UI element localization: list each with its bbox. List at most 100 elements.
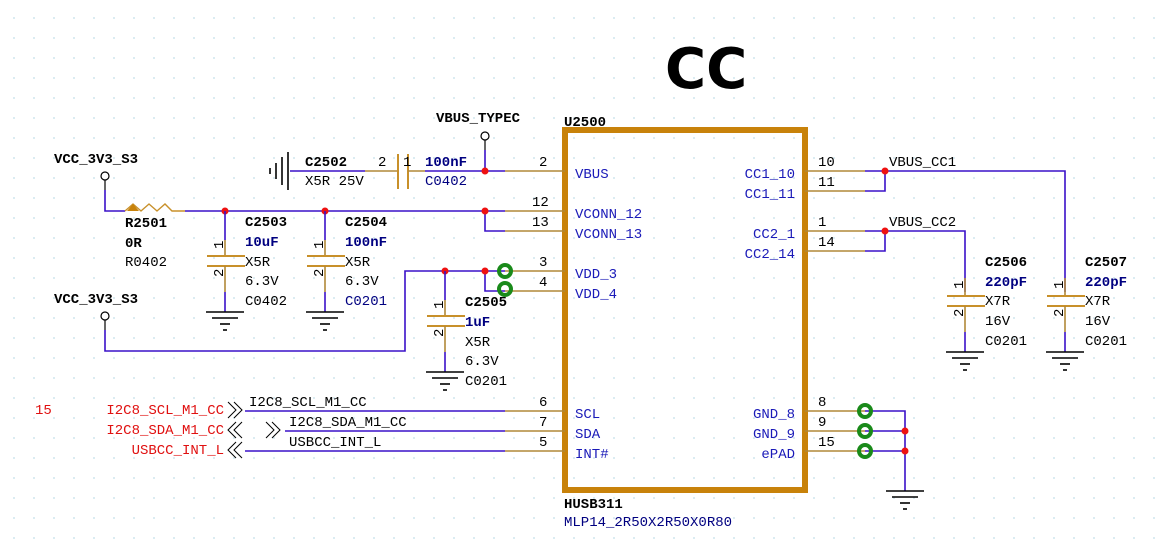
testpoint-icon[interactable] — [857, 443, 873, 459]
ground-icon — [426, 371, 464, 391]
pin-name: VCONN_13 — [575, 227, 642, 243]
capacitor-c2502[interactable]: C2502 2 1 100nF X5R 25V C0402 — [269, 152, 467, 190]
c2506-refdes: C2506 — [985, 255, 1027, 271]
testpoint-vdd[interactable] — [497, 263, 513, 297]
c2507-value: 220pF — [1085, 275, 1127, 291]
vcc-port-label: VCC_3V3_S3 — [54, 152, 138, 168]
sheet-ref-number: 15 — [35, 403, 52, 419]
pin-name: VBUS — [575, 167, 609, 183]
c2507-pin: 2 — [1052, 309, 1068, 317]
vbus-port-label: VBUS_TYPEC — [436, 111, 521, 127]
ground-icon — [886, 490, 924, 510]
capacitor-c2504[interactable]: 1 2 C2504 100nF X5R 6.3V C0201 — [306, 211, 387, 331]
c2504-dielectric: X5R — [345, 255, 371, 271]
port-arrow-icon — [227, 421, 237, 439]
c2502-pin: 1 — [403, 155, 411, 171]
ground-icon — [946, 351, 984, 371]
junction-dot — [481, 207, 489, 215]
c2502-refdes: C2502 — [305, 155, 347, 171]
net-label-vbus-cc1: VBUS_CC1 — [889, 155, 956, 171]
c2506-pin: 1 — [952, 281, 968, 289]
port-int[interactable]: USBCC_INT_L — [132, 443, 224, 459]
vcc-3v3-s3-port-bottom[interactable]: VCC_3V3_S3 — [54, 292, 138, 330]
pin-num: 1 — [818, 215, 826, 231]
junction-dot — [901, 447, 909, 455]
port-scl[interactable]: I2C8_SCL_M1_CC — [106, 403, 224, 419]
c2507-refdes: C2507 — [1085, 255, 1127, 271]
c2502-pin: 2 — [378, 155, 386, 171]
pin-num: 10 — [818, 155, 835, 171]
c2504-pin: 1 — [312, 241, 328, 249]
port-circle-icon — [100, 171, 110, 181]
c2502-rating: X5R 25V — [305, 174, 364, 190]
vbus-typec-port[interactable]: VBUS_TYPEC — [436, 111, 521, 150]
junction-dot — [481, 267, 489, 275]
net-label-sda: I2C8_SDA_M1_CC — [289, 415, 407, 431]
testpoint-icon[interactable] — [497, 263, 513, 279]
port-sda[interactable]: I2C8_SDA_M1_CC — [106, 423, 224, 439]
c2506-dielectric: X7R — [985, 294, 1011, 310]
junction-dot — [881, 227, 889, 235]
testpoint-icon[interactable] — [857, 403, 873, 419]
vcc-port-label: VCC_3V3_S3 — [54, 292, 138, 308]
port-arrow-icon — [233, 401, 243, 419]
ic-body[interactable] — [562, 127, 808, 493]
resistor-zigzag — [124, 203, 185, 212]
pin-num: 9 — [818, 415, 826, 431]
wire-vbus-cc1 — [865, 170, 1066, 292]
pin-name: INT# — [575, 447, 609, 463]
port-arrow-icon — [271, 421, 281, 439]
junction-dot — [481, 167, 489, 175]
c2504-pin: 2 — [312, 269, 328, 277]
c2504-value: 100nF — [345, 235, 387, 251]
capacitor-c2507[interactable]: 1 2 C2507 220pF X7R 16V C0201 — [1046, 255, 1127, 371]
c2506-value: 220pF — [985, 275, 1027, 291]
c2507-voltage: 16V — [1085, 314, 1111, 330]
port-arrow-icon — [233, 441, 243, 459]
ground-icon — [306, 311, 344, 331]
c2506-voltage: 16V — [985, 314, 1011, 330]
c2503-pin: 1 — [212, 241, 228, 249]
capacitor-c2503[interactable]: 1 2 C2503 10uF X5R 6.3V C0402 — [206, 211, 287, 331]
wire — [865, 171, 886, 192]
testpoint-icon[interactable] — [497, 281, 513, 297]
pin-num: 15 — [818, 435, 835, 451]
junction-dot — [901, 427, 909, 435]
ic-u2500[interactable]: U2500 HUSB311 MLP14_2R50X2R50X0R80 2 12 … — [505, 115, 865, 531]
port-circle-icon — [480, 131, 490, 141]
c2504-refdes: C2504 — [345, 215, 387, 231]
c2505-refdes: C2505 — [465, 295, 507, 311]
pin-name: ePAD — [761, 447, 795, 463]
wire — [865, 231, 886, 252]
c2503-value: 10uF — [245, 235, 279, 251]
capacitor-c2505[interactable]: 1 2 C2505 1uF X5R 6.3V C0201 — [426, 271, 507, 391]
junction-dot — [881, 167, 889, 175]
c2507-package: C0201 — [1085, 334, 1127, 350]
sheet-title: CC — [665, 37, 747, 102]
port-arrow-icon — [265, 421, 275, 439]
c2505-voltage: 6.3V — [465, 354, 499, 370]
resistor-r2501[interactable]: R2501 0R R0402 — [124, 203, 185, 271]
ic-part: HUSB311 — [564, 497, 623, 513]
capacitor-c2506[interactable]: 1 2 C2506 220pF X7R 16V C0201 — [946, 255, 1027, 371]
pin-num: 3 — [539, 255, 547, 271]
c2503-package: C0402 — [245, 294, 287, 310]
r2501-refdes: R2501 — [125, 216, 167, 232]
pin-name: CC2_1 — [753, 227, 795, 243]
c2502-package: C0402 — [425, 174, 467, 190]
pin-name: GND_8 — [753, 407, 795, 423]
testpoint-gnd[interactable] — [857, 403, 873, 459]
c2503-refdes: C2503 — [245, 215, 287, 231]
pin-num: 4 — [539, 275, 547, 291]
c2505-pin: 2 — [432, 329, 448, 337]
vcc-3v3-s3-port-top[interactable]: VCC_3V3_S3 — [54, 152, 138, 190]
ic-package: MLP14_2R50X2R50X0R80 — [564, 515, 732, 531]
c2504-package: C0201 — [345, 294, 387, 310]
testpoint-icon[interactable] — [857, 423, 873, 439]
off-sheet-ports[interactable]: 15 I2C8_SCL_M1_CC I2C8_SDA_M1_CC USBCC_I… — [35, 401, 281, 459]
c2504-voltage: 6.3V — [345, 274, 379, 290]
pin-name: VCONN_12 — [575, 207, 642, 223]
net-label-scl: I2C8_SCL_M1_CC — [249, 395, 367, 411]
